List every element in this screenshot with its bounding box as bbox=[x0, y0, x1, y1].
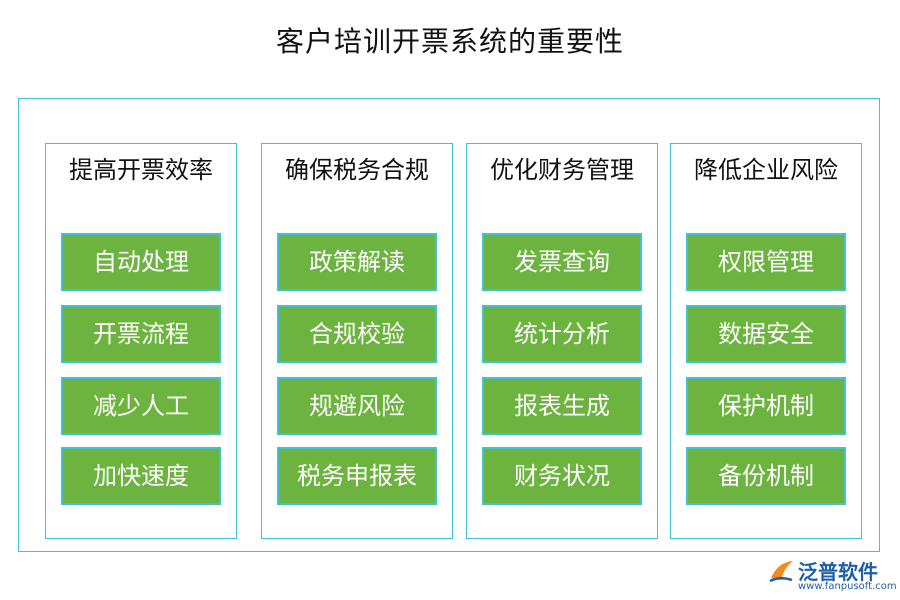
column-heading: 确保税务合规 bbox=[285, 156, 429, 184]
item-box: 备份机制 bbox=[686, 447, 846, 505]
item-box: 报表生成 bbox=[482, 377, 642, 435]
item-box: 加快速度 bbox=[61, 447, 221, 505]
item-box: 规避风险 bbox=[277, 377, 437, 435]
item-box: 权限管理 bbox=[686, 233, 846, 291]
column-heading: 优化财务管理 bbox=[490, 156, 634, 184]
column-efficiency: 提高开票效率 自动处理 开票流程 减少人工 加快速度 bbox=[45, 143, 237, 539]
logo-url: www.fanpusoft.com bbox=[798, 581, 897, 592]
diagram-title: 客户培训开票系统的重要性 bbox=[275, 25, 624, 58]
fanpu-logo-icon bbox=[769, 561, 793, 583]
item-box: 统计分析 bbox=[482, 305, 642, 363]
item-box: 税务申报表 bbox=[277, 447, 437, 505]
item-box: 财务状况 bbox=[482, 447, 642, 505]
column-heading: 降低企业风险 bbox=[694, 156, 838, 184]
item-box: 自动处理 bbox=[61, 233, 221, 291]
item-box: 政策解读 bbox=[277, 233, 437, 291]
column-finance: 优化财务管理 发票查询 统计分析 报表生成 财务状况 bbox=[466, 143, 658, 539]
column-risk: 降低企业风险 权限管理 数据安全 保护机制 备份机制 bbox=[670, 143, 862, 539]
item-box: 发票查询 bbox=[482, 233, 642, 291]
item-box: 保护机制 bbox=[686, 377, 846, 435]
item-box: 开票流程 bbox=[61, 305, 221, 363]
column-compliance: 确保税务合规 政策解读 合规校验 规避风险 税务申报表 bbox=[261, 143, 453, 539]
brand-logo: 泛普软件 www.fanpusoft.com bbox=[768, 556, 897, 596]
item-box: 合规校验 bbox=[277, 305, 437, 363]
column-heading: 提高开票效率 bbox=[69, 156, 213, 184]
logo-name: 泛普软件 bbox=[798, 560, 878, 584]
item-box: 减少人工 bbox=[61, 377, 221, 435]
outer-frame bbox=[18, 98, 880, 552]
item-box: 数据安全 bbox=[686, 305, 846, 363]
